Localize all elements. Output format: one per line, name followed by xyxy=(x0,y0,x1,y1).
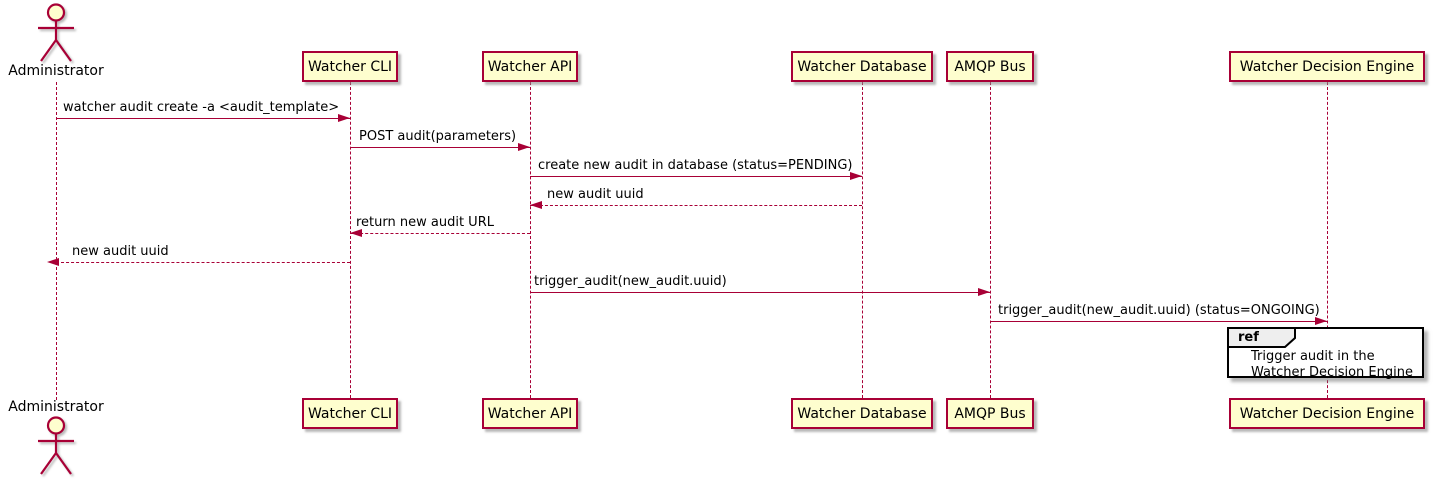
participant-watcher-cli-bottom: Watcher CLI xyxy=(302,398,398,429)
message-label: trigger_audit(new_audit.uuid) xyxy=(534,274,727,289)
actor-name-bottom: Administrator xyxy=(8,399,104,415)
message-label: watcher audit create -a <audit_template> xyxy=(63,100,340,115)
participant-watcher-cli-top: Watcher CLI xyxy=(302,51,398,82)
participant-watcher-database-top: Watcher Database xyxy=(791,51,933,82)
participant-label: Watcher CLI xyxy=(307,58,393,75)
message-label: trigger_audit(new_audit.uuid) (status=ON… xyxy=(998,303,1320,318)
message-line xyxy=(530,292,990,293)
participant-label: Watcher Database xyxy=(797,405,927,422)
message-arrowhead xyxy=(530,201,542,209)
message-arrowhead xyxy=(518,143,530,151)
message-arrowhead xyxy=(350,229,362,237)
participant-watcher-api-bottom: Watcher API xyxy=(482,398,578,429)
message-arrowhead xyxy=(850,172,862,180)
participant-label: AMQP Bus xyxy=(954,405,1026,422)
lifeline-administrator xyxy=(56,82,57,400)
actor-name-top: Administrator xyxy=(8,63,104,79)
message-label: new audit uuid xyxy=(547,187,644,202)
lifeline-watcher-decision-engine xyxy=(1327,82,1328,398)
actor-icon xyxy=(38,3,74,62)
participant-label: Watcher Decision Engine xyxy=(1239,58,1415,75)
participant-label: Watcher CLI xyxy=(307,405,393,422)
message-line xyxy=(350,233,530,234)
participant-watcher-decision-engine-bottom: Watcher Decision Engine xyxy=(1229,398,1425,429)
participant-watcher-decision-engine-top: Watcher Decision Engine xyxy=(1229,51,1425,82)
ref-text-line2: Watcher Decision Engine xyxy=(1251,365,1413,380)
participant-watcher-database-bottom: Watcher Database xyxy=(791,398,933,429)
participant-label: AMQP Bus xyxy=(954,58,1026,75)
participant-label: Watcher API xyxy=(487,405,573,422)
message-line xyxy=(350,147,530,148)
lifeline-watcher-database xyxy=(862,82,863,398)
message-line xyxy=(530,176,862,177)
ref-header-pentagon xyxy=(1227,327,1296,348)
message-line xyxy=(990,321,1327,322)
lifeline-watcher-cli xyxy=(350,82,351,398)
message-arrowhead xyxy=(338,114,350,122)
message-arrowhead xyxy=(47,258,59,266)
message-line xyxy=(56,118,350,119)
lifeline-watcher-api xyxy=(530,82,531,398)
actor-icon xyxy=(38,416,74,475)
message-label: new audit uuid xyxy=(72,244,169,259)
message-arrowhead xyxy=(1315,317,1327,325)
participant-label: Watcher Decision Engine xyxy=(1239,405,1415,422)
message-label: create new audit in database (status=PEN… xyxy=(538,158,853,173)
message-line xyxy=(530,205,862,206)
ref-text-line1: Trigger audit in the xyxy=(1251,349,1375,364)
message-arrowhead xyxy=(978,288,990,296)
participant-amqp-bus-top: AMQP Bus xyxy=(946,51,1034,82)
ref-keyword: ref xyxy=(1238,330,1259,345)
participant-label: Watcher Database xyxy=(797,58,927,75)
lifeline-amqp-bus xyxy=(990,82,991,398)
message-line xyxy=(56,262,350,263)
participant-watcher-api-top: Watcher API xyxy=(482,51,578,82)
participant-label: Watcher API xyxy=(487,58,573,75)
message-label: return new audit URL xyxy=(356,215,494,230)
participant-amqp-bus-bottom: AMQP Bus xyxy=(946,398,1034,429)
ref-fragment: ref Trigger audit in the Watcher Decisio… xyxy=(1227,327,1424,380)
message-label: POST audit(parameters) xyxy=(359,129,517,144)
